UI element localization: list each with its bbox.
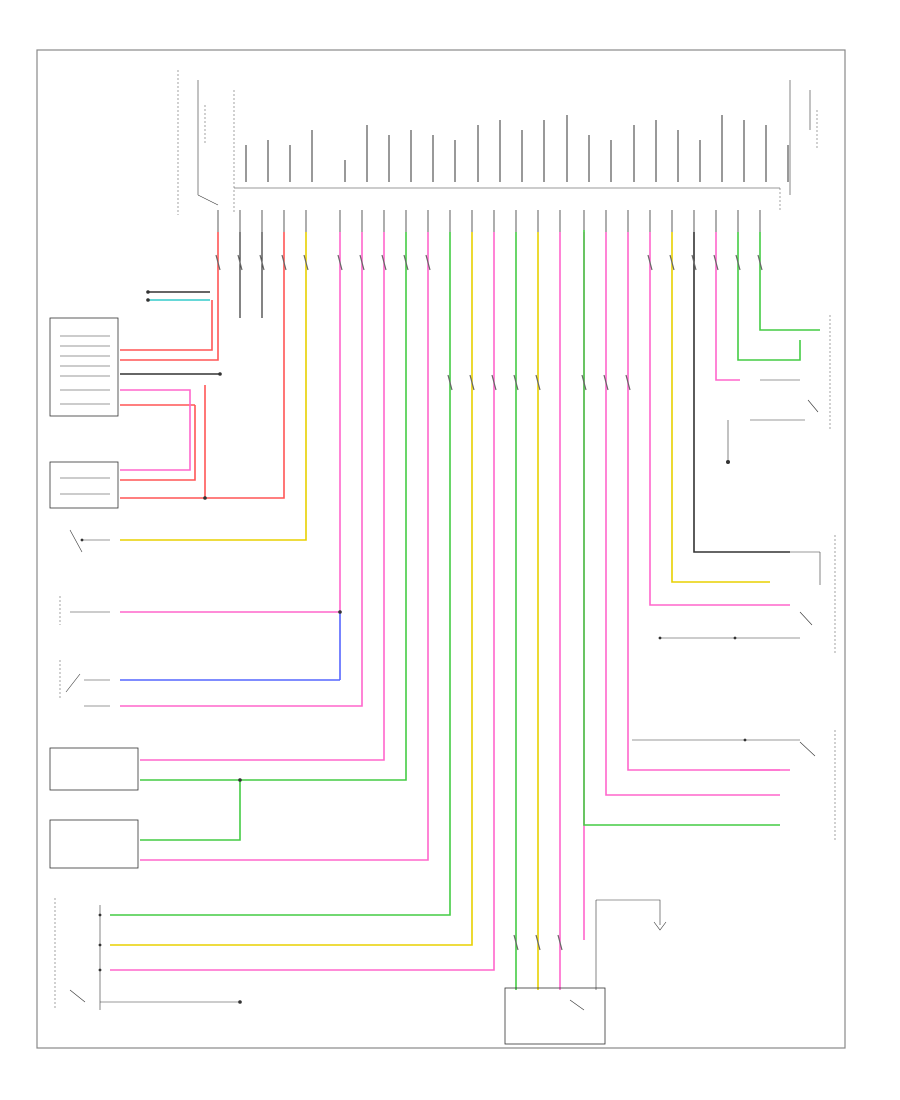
right-door-switch-1 [658, 535, 836, 655]
module-pin-labels [245, 115, 789, 182]
wire-pink-r2 [605, 232, 780, 796]
wire-pink-r3 [627, 232, 780, 771]
left-lock-box-2 [49, 819, 139, 869]
left-relay-box [49, 461, 119, 509]
right-door-switch-2 [632, 730, 836, 840]
connector-ticks [215, 254, 763, 951]
top-left-supply [177, 70, 219, 215]
wire-green-2 [110, 232, 451, 916]
wire-yellow-2 [110, 232, 473, 946]
wire-green-r2 [737, 232, 801, 361]
door-switch-2 [59, 596, 110, 625]
wire-pink-1 [120, 232, 341, 613]
left-module-box [49, 317, 119, 417]
door-switch-1 [69, 529, 110, 553]
wire-yellow-1 [120, 232, 307, 541]
wire-pink-r5 [715, 232, 740, 381]
wire-red-supply [120, 232, 285, 499]
central-module [233, 90, 781, 212]
wire-pink-2 [120, 232, 363, 707]
wire-pink-r4 [649, 232, 790, 606]
left-bottom-switch [54, 898, 240, 1010]
wire-pink-5 [110, 232, 495, 971]
wire-green-r1 [583, 230, 780, 826]
wire-green-r3 [759, 232, 820, 331]
wire-green-1 [140, 232, 407, 781]
door-switch-3 [59, 660, 110, 707]
bottom-center-switch [504, 899, 667, 1045]
wire-pink-4 [140, 232, 429, 861]
wire-yellow-r1 [671, 232, 770, 583]
wire-black-r1 [693, 232, 790, 553]
wire-green-4 [140, 780, 241, 841]
wire-black-ground [239, 232, 263, 318]
right-ground-mid [726, 420, 730, 464]
diagram-frame [36, 49, 846, 1049]
module-pin-stubs [217, 210, 761, 232]
left-lock-box-1 [49, 747, 139, 791]
top-right-supply [789, 80, 818, 195]
splice-points [146, 290, 342, 1004]
wire-pink-3 [140, 232, 385, 761]
right-switch-top [750, 315, 831, 430]
